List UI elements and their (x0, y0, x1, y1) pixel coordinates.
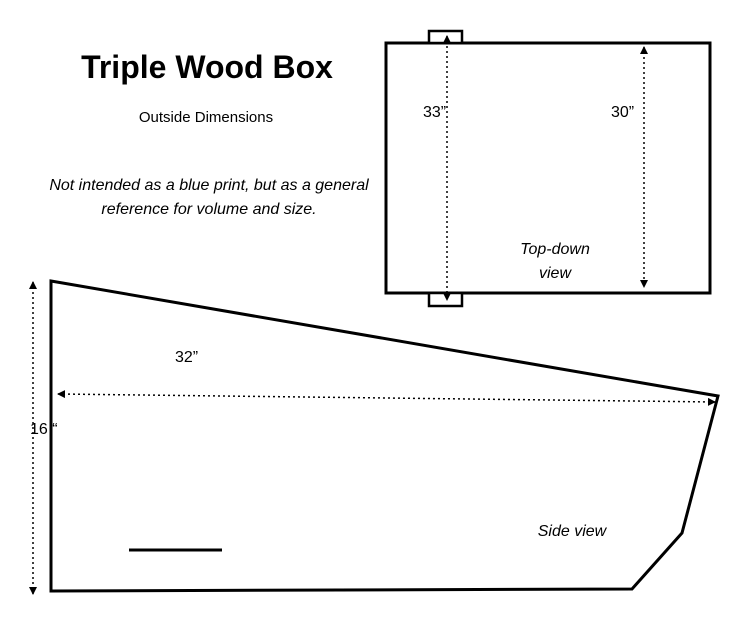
side-view-label: Side view (538, 523, 608, 540)
side-length-dimension-line (57, 390, 716, 406)
page-subtitle: Outside Dimensions (139, 109, 273, 126)
top-view-dim-left: 33” (423, 104, 446, 121)
top-handle (427, 29, 464, 45)
side-view-outline (49, 279, 720, 593)
bottom-handle (427, 291, 464, 308)
top-down-view: 33” 30” Top-down view (384, 29, 712, 308)
side-view: 32” 16 “ Side view (29, 279, 720, 595)
top-view-label-line-1: Top-down (520, 241, 590, 258)
top-view-dim-right: 30” (611, 104, 634, 121)
top-view-outline (384, 41, 712, 295)
side-length-label: 32” (175, 349, 198, 366)
page-title: Triple Wood Box (81, 49, 333, 85)
disclaimer-line-2: reference for volume and size. (101, 201, 316, 218)
top-view-label-line-2: view (539, 265, 572, 282)
disclaimer-line-1: Not intended as a blue print, but as a g… (49, 177, 369, 194)
side-height-label: 16 “ (30, 421, 58, 438)
